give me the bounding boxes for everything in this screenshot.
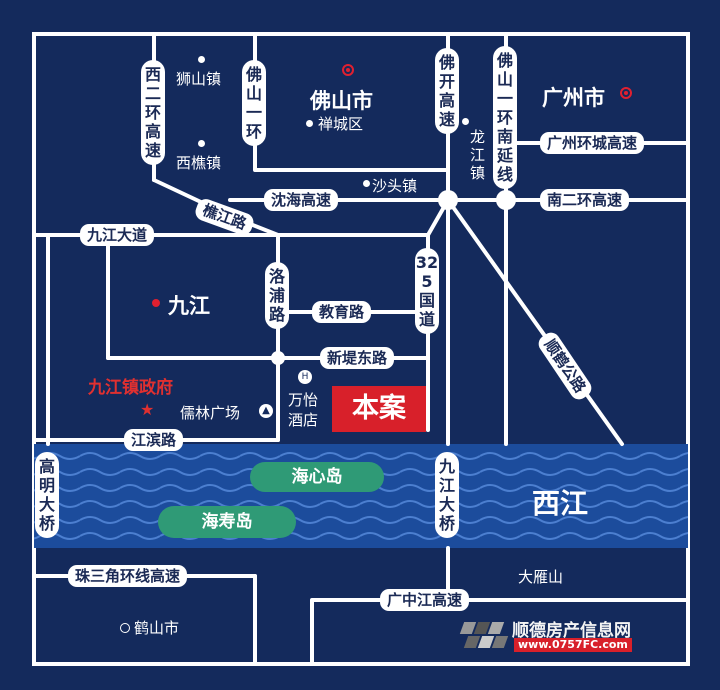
dot-shishan xyxy=(198,56,205,63)
label-325: 325国道 xyxy=(415,248,439,334)
island-haixin: 海心岛 xyxy=(250,462,384,492)
dot-jiujiang xyxy=(152,299,160,307)
place-dayanshan: 大雁山 xyxy=(518,568,564,586)
label-shenhai: 沈海高速 xyxy=(264,189,339,211)
label-luopu: 洛浦路 xyxy=(265,262,289,329)
place-jiujiang-gov: 九江镇政府 xyxy=(88,378,173,398)
place-wanyi: 万怡酒店 xyxy=(288,391,319,429)
hotel-icon: H xyxy=(298,370,312,384)
dot-heshan xyxy=(120,623,130,633)
junction-nanyan xyxy=(496,190,516,210)
marker-guangzhou xyxy=(620,87,632,99)
place-rulin: 儒林广场 xyxy=(180,404,241,422)
place-jiujiang: 九江 xyxy=(168,294,210,318)
map-frame xyxy=(32,32,690,666)
place-guangzhou: 广州市 xyxy=(542,86,605,110)
place-longjiang: 龙江镇 xyxy=(470,128,486,182)
road-guangzhongjiang xyxy=(310,598,690,666)
place-shishan: 狮山镇 xyxy=(176,70,222,88)
place-chancheng: 禅城区 xyxy=(318,115,364,133)
label-guangzhongjiang: 广中江高速 xyxy=(380,589,470,611)
project-marker: 本案 xyxy=(332,386,426,432)
place-xiqiao: 西樵镇 xyxy=(176,154,222,172)
place-xijiang: 西江 xyxy=(532,487,589,520)
label-xierhuan: 西二环高速 xyxy=(141,60,165,165)
place-foshan: 佛山市 xyxy=(310,89,373,113)
road-shunhe xyxy=(446,198,624,446)
dot-xiqiao xyxy=(198,140,205,147)
label-guangzhou-huancheng: 广州环城高速 xyxy=(540,132,645,154)
junction-fokai xyxy=(438,190,458,210)
label-jiangbin: 江滨路 xyxy=(124,429,184,451)
junction-luopu xyxy=(271,351,285,365)
label-jiujiang-bridge: 九江大桥 xyxy=(435,452,459,538)
label-jiaoyu: 教育路 xyxy=(312,301,372,323)
label-xindi: 新堤东路 xyxy=(320,347,395,369)
island-haishou: 海寿岛 xyxy=(158,506,296,538)
label-zhusanjiao: 珠三角环线高速 xyxy=(68,565,188,587)
label-fokai: 佛开高速 xyxy=(435,48,459,134)
label-gaoming-bridge: 高明大桥 xyxy=(35,452,59,538)
label-nanyan: 佛山一环南延线 xyxy=(493,46,517,189)
river-waves xyxy=(34,444,688,548)
place-shatou: 沙头镇 xyxy=(372,177,418,195)
watermark-logo-icon xyxy=(458,616,510,652)
marker-foshan xyxy=(342,64,354,76)
square-icon: ▲ xyxy=(259,404,273,418)
dot-chancheng xyxy=(306,120,313,127)
label-nanerhuan: 南二环高速 xyxy=(540,189,630,211)
star-icon: ★ xyxy=(140,400,155,419)
watermark-url: www.0757FC.com xyxy=(514,638,632,652)
watermark-title: 顺德房产信息网 xyxy=(512,621,631,641)
label-jiujiang-dadao: 九江大道 xyxy=(80,224,155,246)
dot-longjiang xyxy=(462,118,469,125)
dot-shatou xyxy=(363,180,370,187)
place-heshan: 鹤山市 xyxy=(134,619,180,637)
label-yihuan: 佛山一环 xyxy=(242,60,266,146)
